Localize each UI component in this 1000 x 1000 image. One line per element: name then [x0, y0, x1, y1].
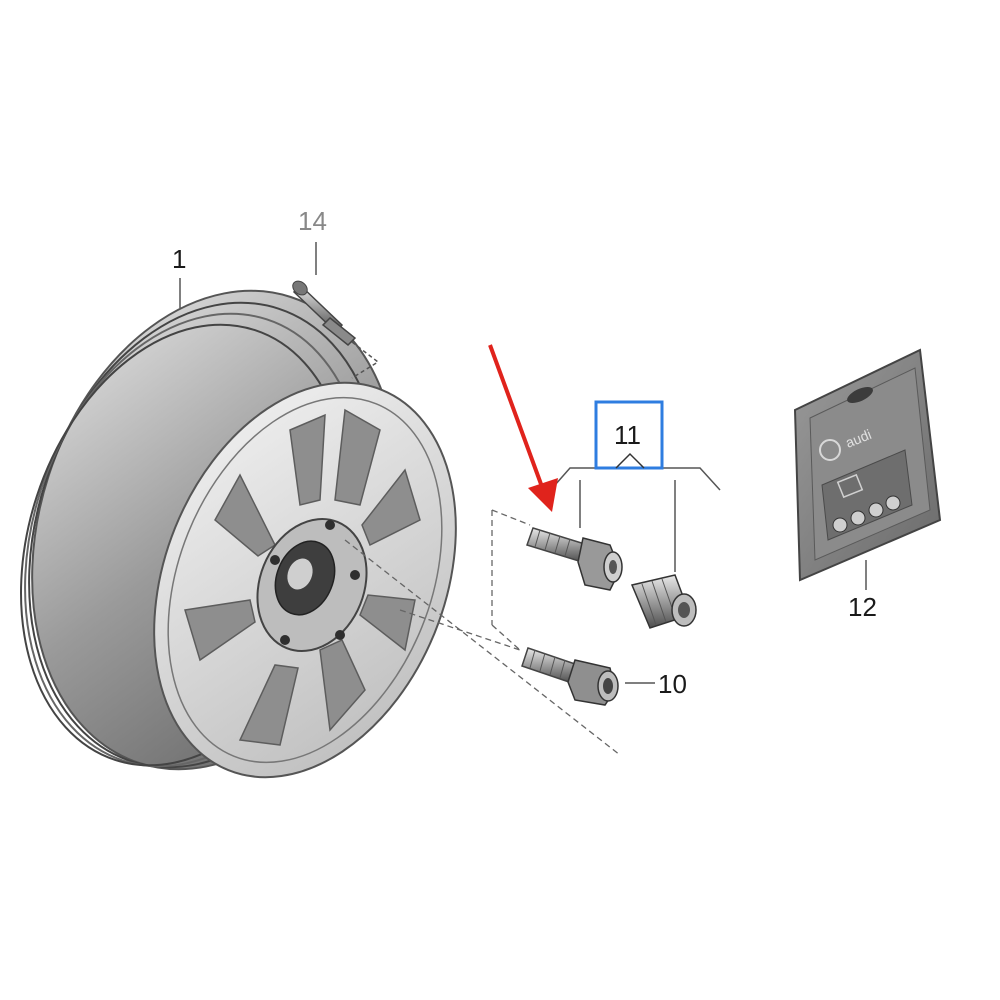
mounting-axis-lines [344, 509, 621, 756]
callout-11: 11 [614, 420, 641, 450]
tyre-valve [292, 280, 357, 347]
wheel-bolt [521, 647, 619, 706]
red-arrow-icon [488, 344, 558, 512]
spoke-openings [184, 408, 421, 746]
callout-12: 12 [848, 592, 877, 622]
lock-adapter-key [630, 574, 697, 629]
brand-logo-icon [819, 439, 841, 461]
alloy-wheel [20, 289, 457, 779]
lock-set-package: audi [793, 348, 942, 582]
highlight-box [594, 400, 664, 470]
callout-1: 1 [172, 244, 186, 274]
callout-14: 14 [298, 206, 327, 236]
locking-bolt [526, 527, 623, 591]
callout-10: 10 [658, 669, 687, 699]
